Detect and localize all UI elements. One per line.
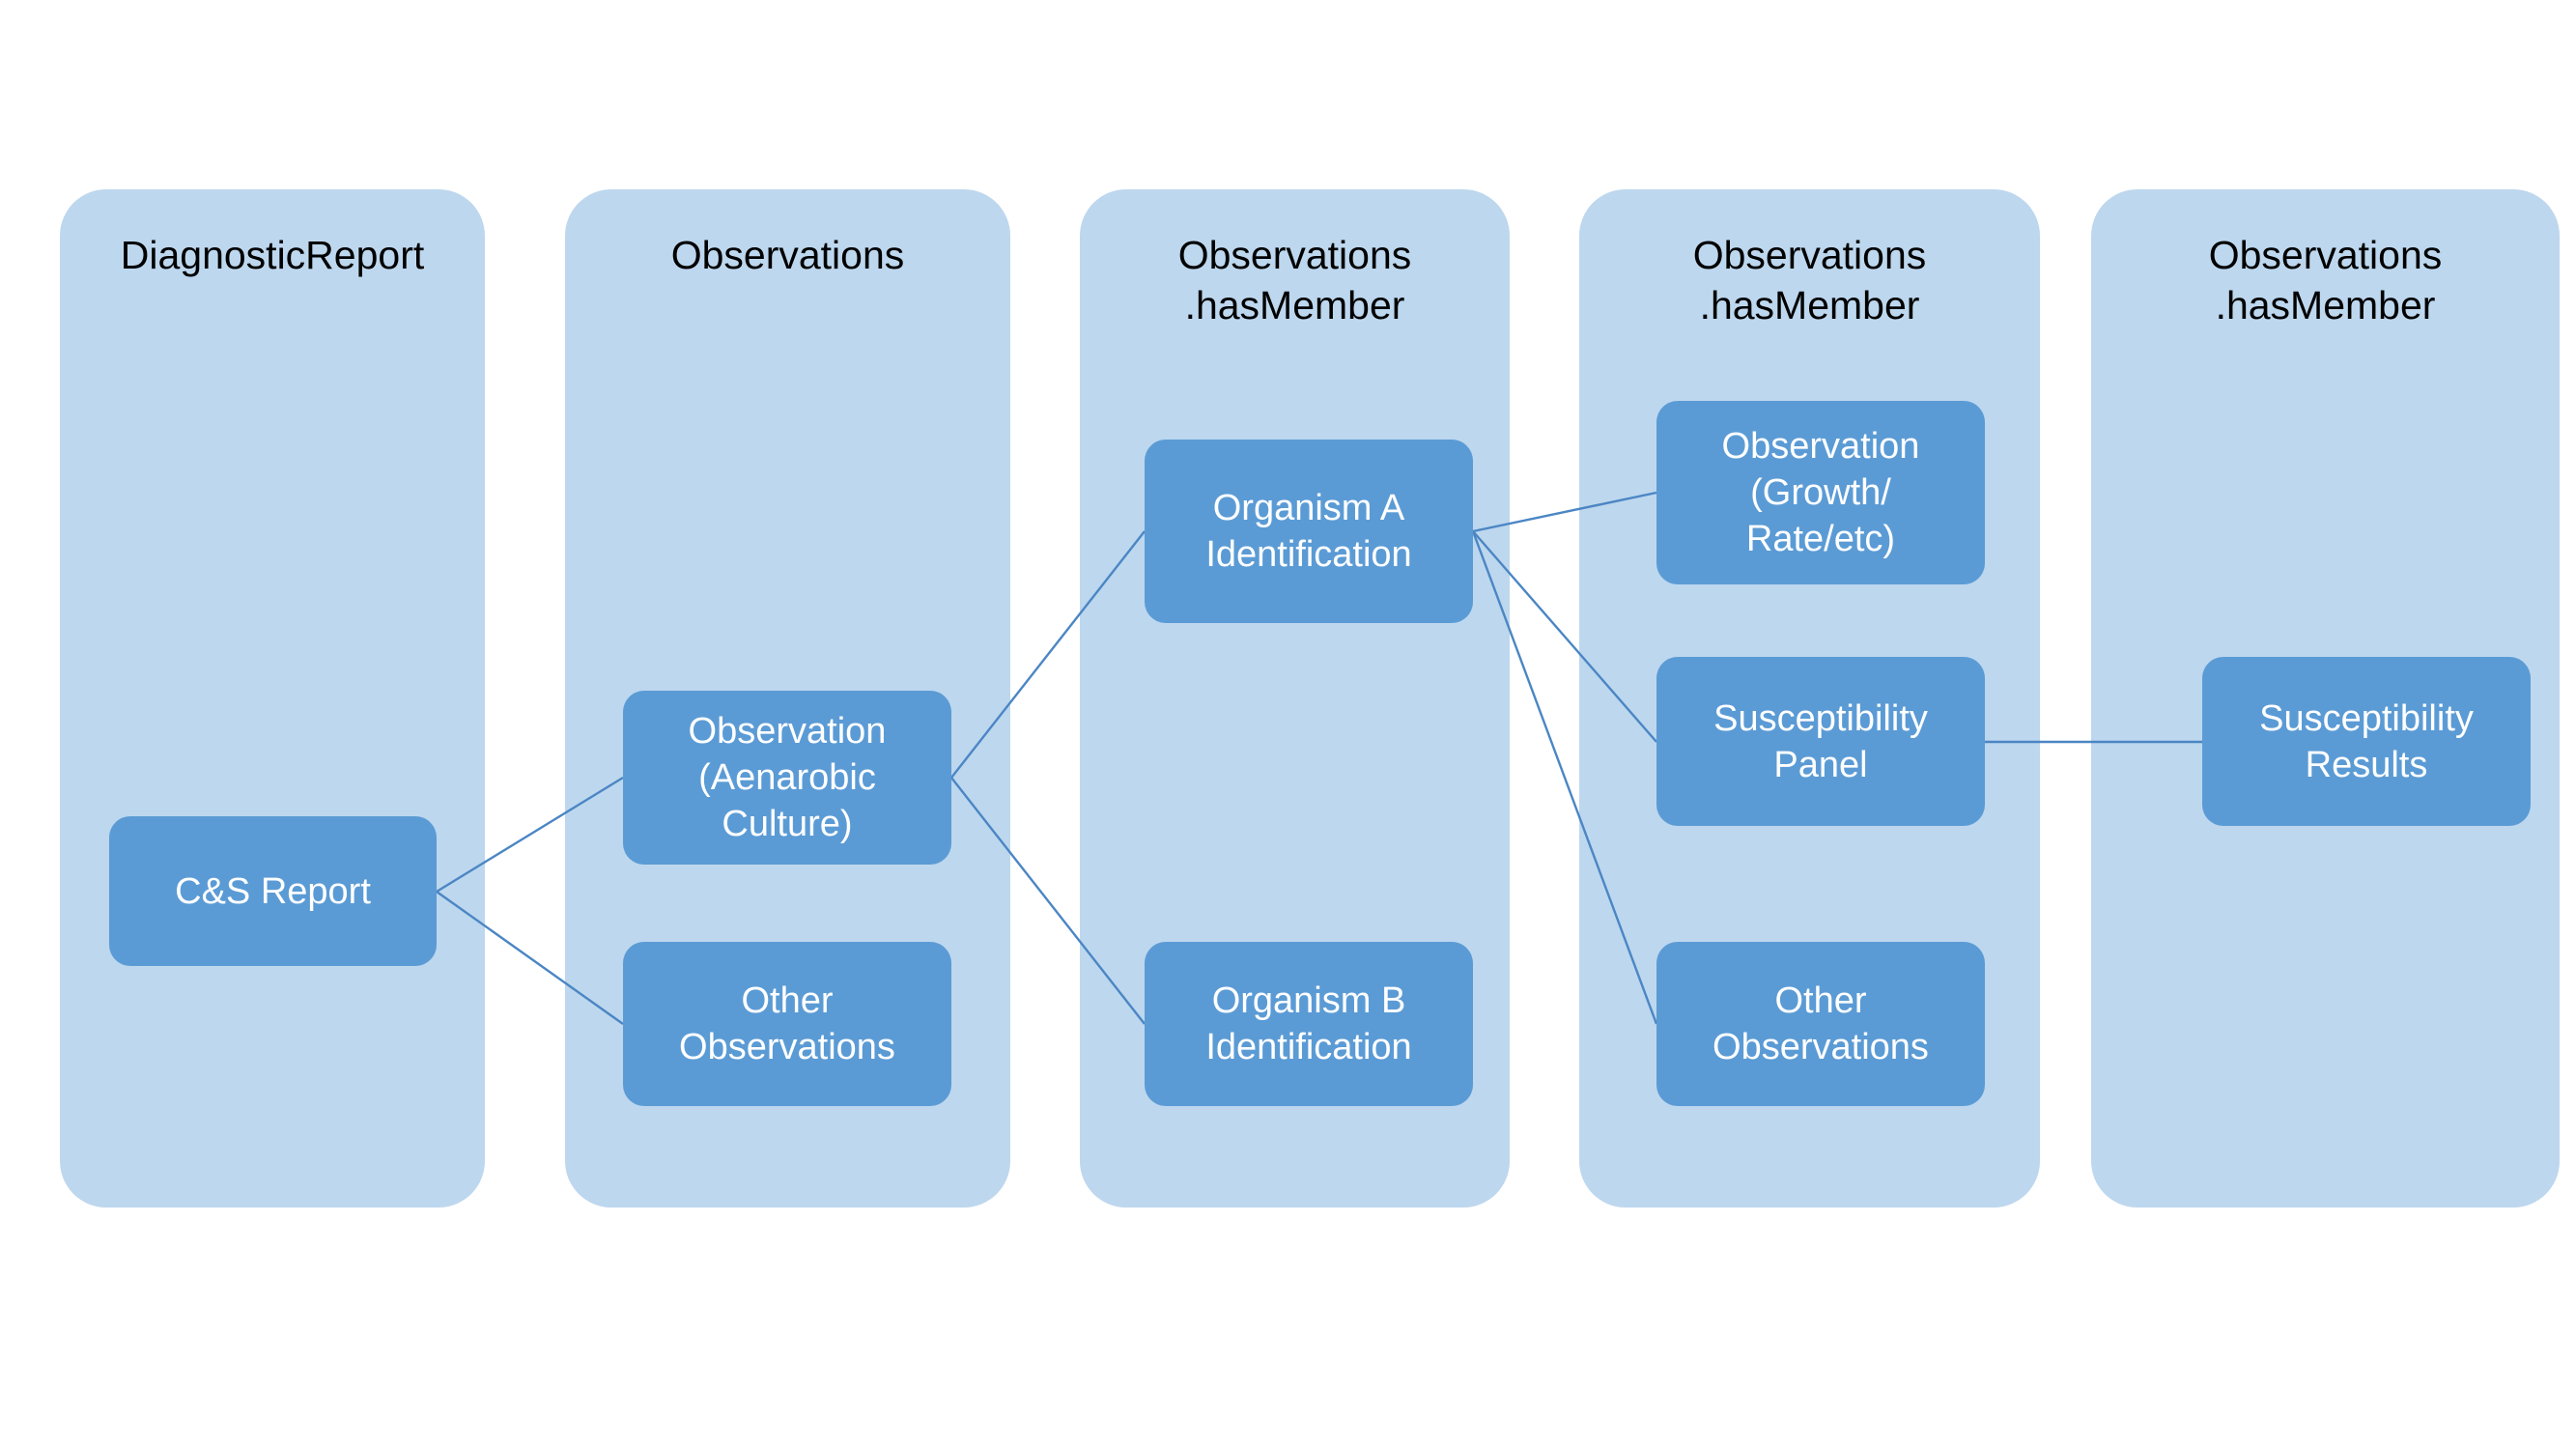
node-susceptibility-panel[interactable]: Susceptibility Panel <box>1656 657 1985 826</box>
node-organism-b-identification[interactable]: Organism B Identification <box>1145 942 1473 1106</box>
node-observation-anaerobic-culture[interactable]: Observation (Aenarobic Culture) <box>623 691 951 865</box>
node-susceptibility-results[interactable]: Susceptibility Results <box>2202 657 2531 826</box>
panel-title-diagnostic-report: DiagnosticReport <box>120 233 425 277</box>
node-cs-report[interactable]: C&S Report <box>109 816 437 966</box>
panel-title-observations-hasmember-3: Observations .hasMember <box>2208 233 2443 327</box>
panel-title-observations-hasmember-2: Observations .hasMember <box>1692 233 1927 327</box>
panel-title-observations: Observations <box>670 233 905 277</box>
node-other-observations-col2[interactable]: Other Observations <box>623 942 951 1106</box>
panel-title-observations-hasmember-1: Observations .hasMember <box>1177 233 1412 327</box>
node-other-observations-col4[interactable]: Other Observations <box>1656 942 1985 1106</box>
panel-diagnostic-report: DiagnosticReport <box>60 189 485 1208</box>
node-organism-a-identification[interactable]: Organism A Identification <box>1145 440 1473 623</box>
node-observation-growth-rate[interactable]: Observation (Growth/ Rate/etc) <box>1656 401 1985 584</box>
